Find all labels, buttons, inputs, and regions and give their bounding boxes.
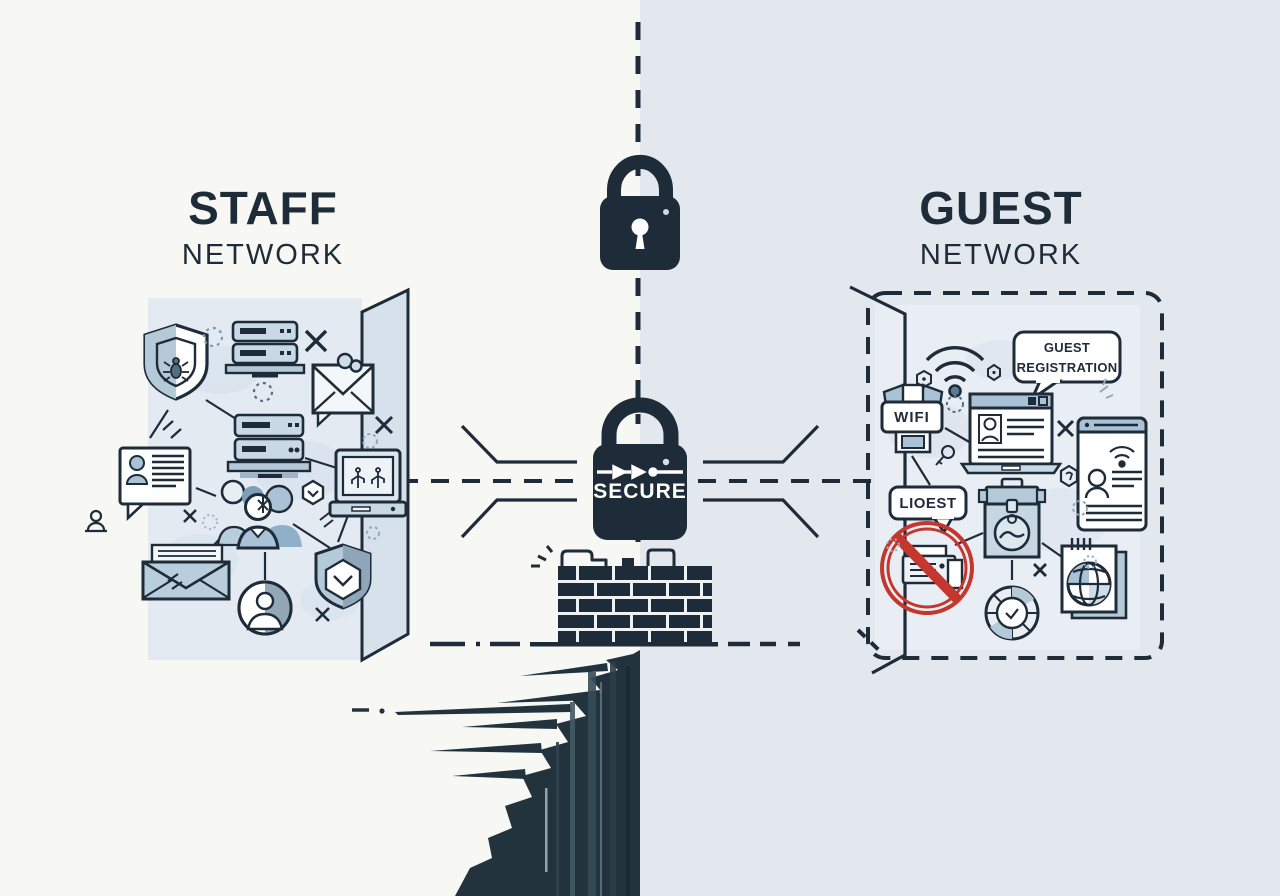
staff-network-title: STAFF NETWORK [148,185,378,272]
cliff-gap [352,650,640,896]
secure-lock-label: SECURE [593,480,687,503]
server-stack-icon [224,320,306,378]
guest-title-text: GUEST [919,182,1083,234]
guest-bubble-label: LIOEST [899,495,957,512]
x-mark [1056,419,1075,438]
funnel-lines [460,424,820,539]
guest-bubble-shape [888,485,968,535]
shield-bug-icon [143,323,209,401]
open-envelope-icon [141,543,231,601]
user-avatar-circle-icon [237,580,293,636]
id-card-speech-icon [85,446,192,533]
visitor-bag-icon [977,477,1047,559]
x-mark [1033,563,1047,577]
server-stack-icon [226,413,312,478]
web-globe-document-icon [1060,538,1128,620]
decor-gears [167,326,380,590]
hexagon-check-icon [301,479,325,506]
staff-subtitle-text: NETWORK [181,239,345,271]
shield-check-icon [314,543,372,610]
registration-line1: GUEST [1043,340,1091,355]
captive-portal-window-icon [959,392,1063,475]
loyalty-badge-icon [984,585,1040,641]
guest-subtitle-text: NETWORK [919,239,1083,271]
staff-panel-illustration [85,287,410,663]
desktop-computer-icon [328,448,408,518]
x-mark [374,415,394,435]
x-mark [304,329,328,353]
guest-pass-document-icon [1076,416,1148,532]
brick-firewall-icon [430,545,800,647]
email-envelope-icon [311,352,375,428]
secure-padlock-icon [593,397,687,540]
guest-panel-illustration [849,285,1164,675]
staff-title-text: STAFF [188,182,338,234]
decor-gears [886,363,1114,569]
guest-registration-bubble-label: GUEST REGISTRATION [1014,338,1120,377]
wifi-sign-label: WIFI [894,409,930,426]
guest-network-title: GUEST NETWORK [886,185,1116,272]
x-mark [183,509,330,622]
wifi-router-icon [880,383,944,454]
team-group-icon [216,479,302,550]
no-printing-prohibition-icon [880,521,974,615]
registration-line2: REGISTRATION [1016,359,1118,375]
padlock-icon [600,154,680,270]
registration-bubble-shape [1012,330,1122,404]
